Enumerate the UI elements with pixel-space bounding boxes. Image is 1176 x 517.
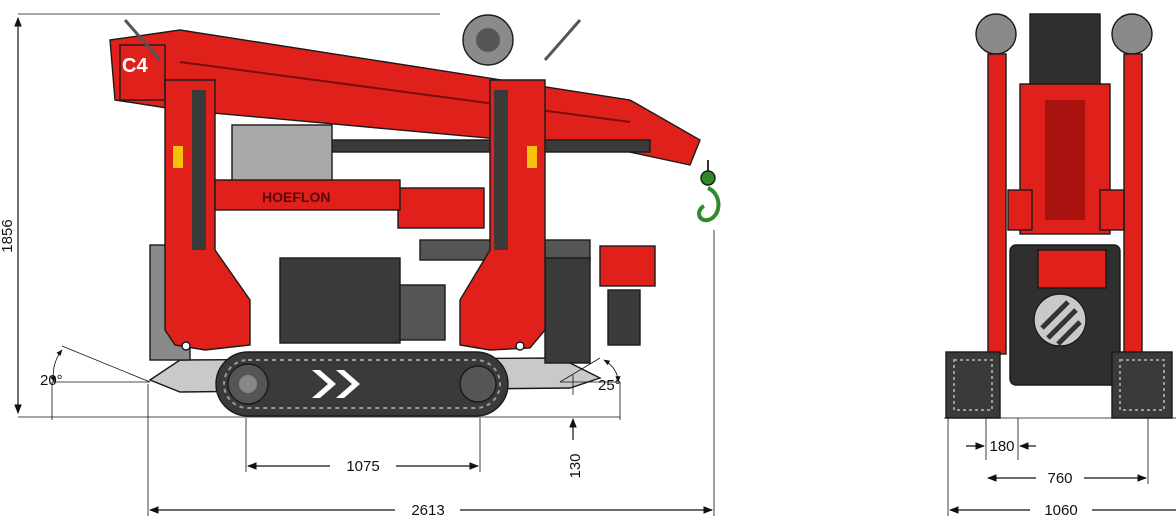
front-angle-label: 25°	[598, 377, 621, 394]
front-angle-line	[559, 357, 601, 383]
rear-outrigger	[164, 79, 251, 351]
lamp-icon	[1111, 13, 1153, 55]
left-outrigger-leg	[987, 53, 1007, 355]
hook-icon	[697, 160, 721, 223]
rear-angle-arc	[50, 349, 63, 383]
front-view: 180 760 1060	[944, 13, 1176, 517]
model-label: C4	[122, 55, 148, 77]
winch-unit	[1029, 13, 1101, 85]
engine-side-block	[399, 284, 446, 341]
rear-angle-line	[61, 345, 151, 383]
side-attachment	[599, 245, 656, 287]
engine-block	[279, 257, 401, 344]
brand-label: HOEFLON	[262, 189, 330, 205]
clearance-label: 130	[567, 453, 584, 478]
right-outrigger-leg	[1123, 53, 1143, 355]
chevron-icon	[336, 370, 360, 398]
overall-length-label: 2613	[411, 502, 444, 517]
chevron-icon	[312, 370, 336, 398]
front-outrigger	[459, 79, 546, 351]
crawler-track	[215, 351, 509, 417]
main-frame	[214, 179, 401, 211]
lamp-icon	[975, 13, 1017, 55]
height-label: 1856	[0, 219, 16, 252]
track-length-label: 1075	[346, 458, 379, 475]
right-track	[1111, 351, 1173, 419]
attachment-track	[607, 289, 641, 346]
control-box	[231, 124, 333, 184]
track-gauge-label: 760	[1047, 470, 1072, 487]
side-view: C4 HOEFLON	[0, 13, 721, 517]
rear-angle-label: 20°	[40, 372, 63, 389]
overall-width-label: 1060	[1044, 502, 1077, 517]
counterweight-box	[397, 187, 485, 229]
rotary-plate	[1033, 293, 1087, 347]
front-body-block	[544, 257, 591, 364]
track-width-label: 180	[989, 438, 1014, 455]
front-angle-arc	[603, 359, 621, 383]
front-counterweight	[1037, 249, 1107, 289]
